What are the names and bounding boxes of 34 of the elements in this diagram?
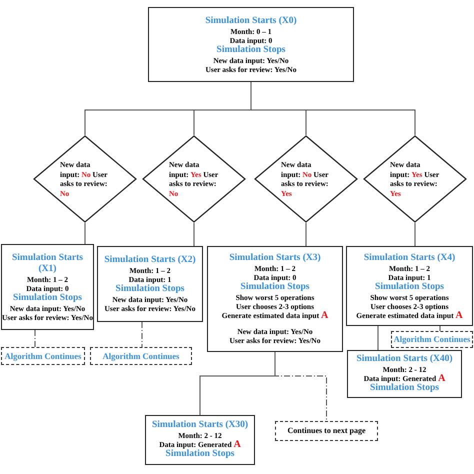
status-heading: Simulation Stops <box>216 44 286 56</box>
status-heading: Simulation Stops <box>116 284 184 295</box>
status-heading: Simulation Stops <box>166 449 234 460</box>
continuation-box: Continues to next page <box>275 421 378 441</box>
decision-diamond <box>33 135 137 223</box>
decision-diamond <box>142 135 246 223</box>
connector-line <box>250 82 416 136</box>
status-heading: Simulation Starts (X40) <box>356 354 453 365</box>
simulation-box <box>1 244 94 330</box>
continuation-box: Algorithm Continues <box>1 347 85 365</box>
continuation-box: Algorithm Continues <box>90 347 192 365</box>
connector-line <box>34 330 36 348</box>
status-heading: Simulation Starts (X30) <box>152 420 248 431</box>
status-heading: Simulation Starts (X1) <box>11 252 84 274</box>
decision-diamond <box>363 135 467 223</box>
status-heading: Simulation Starts (X0) <box>205 16 297 26</box>
status-heading: Simulation Stops <box>13 292 82 304</box>
simulation-box <box>148 7 354 82</box>
connector-line <box>414 222 416 246</box>
status-heading: Simulation Starts (X3) <box>229 253 321 264</box>
simulation-box <box>145 415 255 465</box>
continuation-box: Algorithm Continues <box>391 331 473 348</box>
simulation-box <box>207 246 343 352</box>
simulation-box <box>346 246 473 326</box>
connector-line <box>274 352 327 422</box>
connector-line <box>84 222 86 244</box>
status-heading: Simulation Stops <box>375 282 444 292</box>
status-heading: Simulation Stops <box>240 282 310 293</box>
status-heading: Simulation Starts (X2) <box>104 255 196 266</box>
status-heading: Simulation Starts (X4) <box>364 252 456 264</box>
status-heading: Simulation Stops <box>370 383 439 394</box>
simulation-box <box>347 350 462 398</box>
decision-diamond <box>254 135 358 223</box>
simulation-box <box>97 246 203 322</box>
